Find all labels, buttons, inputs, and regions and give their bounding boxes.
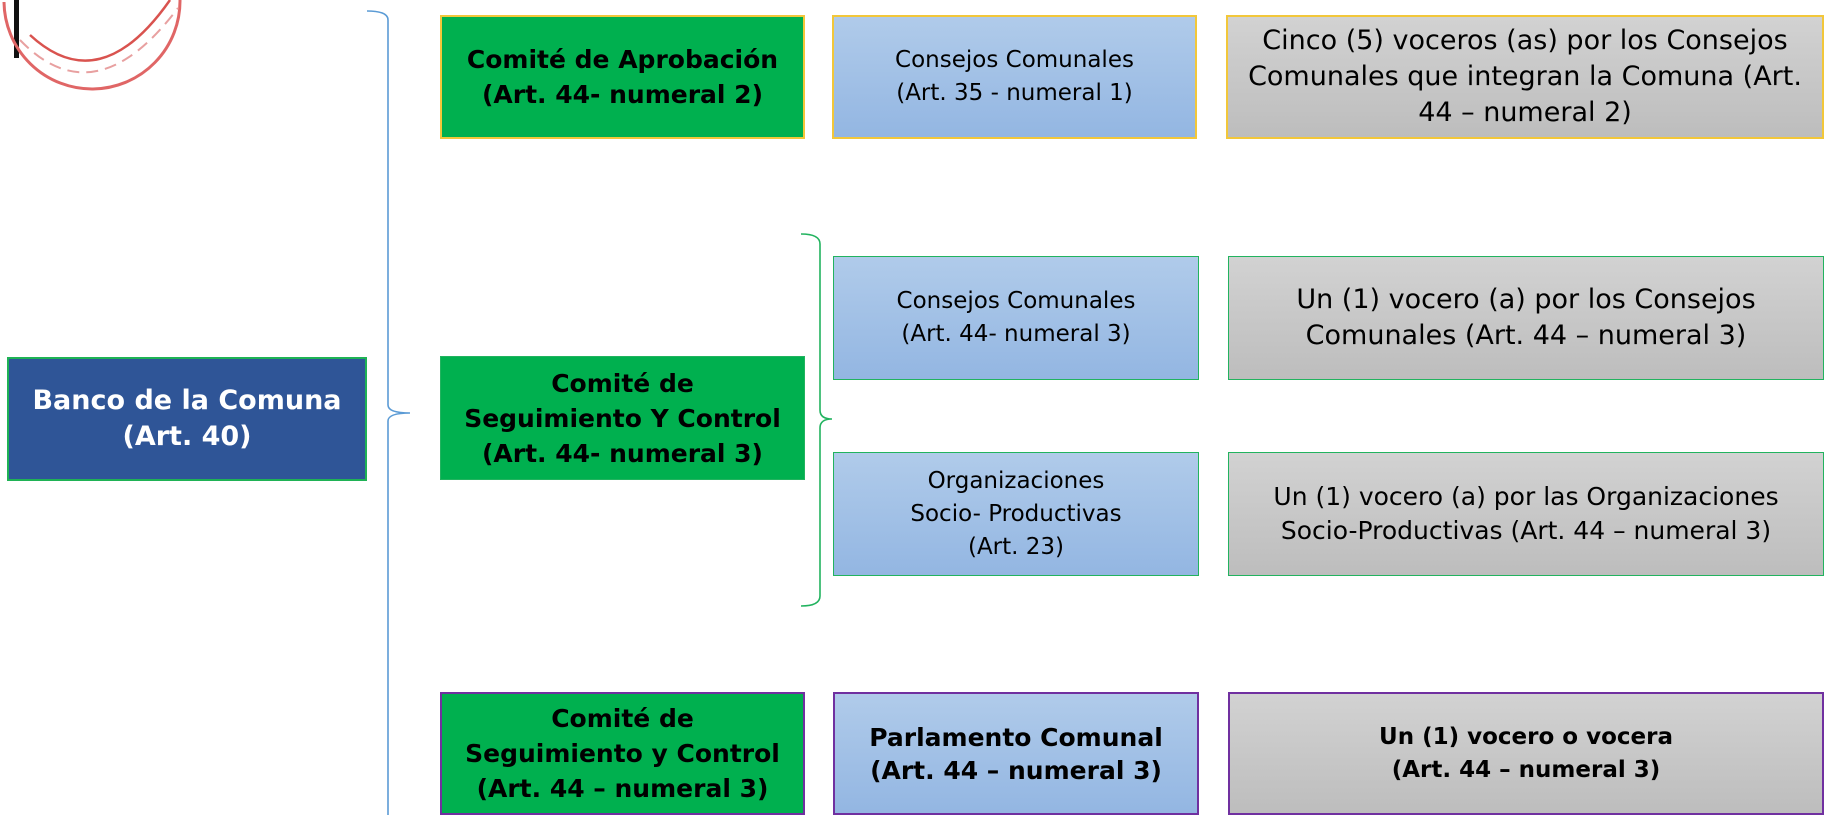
committee-seguimiento-control: Comité de Seguimiento Y Control (Art. 44…: [440, 356, 805, 480]
source-label: Consejos Comunales (Art. 35 - numeral 1): [895, 47, 1134, 106]
main-bracket: [366, 10, 411, 815]
representation-label: Un (1) vocero (a) por las Organizaciones…: [1273, 482, 1779, 545]
representation-un-vocero-o-vocera: Un (1) vocero o vocera (Art. 44 – numera…: [1228, 692, 1824, 815]
representation-label: Cinco (5) voceros (as) por los Consejos …: [1248, 25, 1802, 128]
source-label: Parlamento Comunal (Art. 44 – numeral 3): [869, 722, 1163, 785]
committee-aprobacion: Comité de Aprobación (Art. 44- numeral 2…: [440, 15, 805, 139]
inner-bracket: [800, 233, 833, 607]
committee-label: Comité de Seguimiento Y Control (Art. 44…: [464, 368, 781, 468]
committee-label: Comité de Seguimiento y Control (Art. 44…: [465, 704, 780, 803]
source-label: Consejos Comunales (Art. 44- numeral 3): [896, 288, 1136, 347]
representation-label: Un (1) vocero (a) por los Consejos Comun…: [1296, 284, 1756, 351]
representation-cinco-voceros: Cinco (5) voceros (as) por los Consejos …: [1226, 15, 1824, 139]
root-label: Banco de la Comuna (Art. 40): [32, 385, 342, 452]
representation-un-vocero-consejos: Un (1) vocero (a) por los Consejos Comun…: [1228, 256, 1824, 380]
source-label: Organizaciones Socio- Productivas (Art. …: [910, 467, 1122, 560]
committee-seguimiento-control-2: Comité de Seguimiento y Control (Art. 44…: [440, 692, 805, 815]
source-parlamento-comunal: Parlamento Comunal (Art. 44 – numeral 3): [833, 692, 1199, 815]
source-consejos-comunales-2: Consejos Comunales (Art. 44- numeral 3): [833, 256, 1199, 380]
logo-icon: [2, 0, 182, 91]
root-node-banco-comuna: Banco de la Comuna (Art. 40): [7, 357, 367, 481]
committee-label: Comité de Aprobación (Art. 44- numeral 2…: [466, 45, 779, 109]
source-consejos-comunales: Consejos Comunales (Art. 35 - numeral 1): [832, 15, 1197, 139]
representation-label: Un (1) vocero o vocera (Art. 44 – numera…: [1379, 723, 1673, 783]
representation-un-vocero-organizaciones: Un (1) vocero (a) por las Organizaciones…: [1228, 452, 1824, 576]
source-organizaciones-socio-productivas: Organizaciones Socio- Productivas (Art. …: [833, 452, 1199, 576]
